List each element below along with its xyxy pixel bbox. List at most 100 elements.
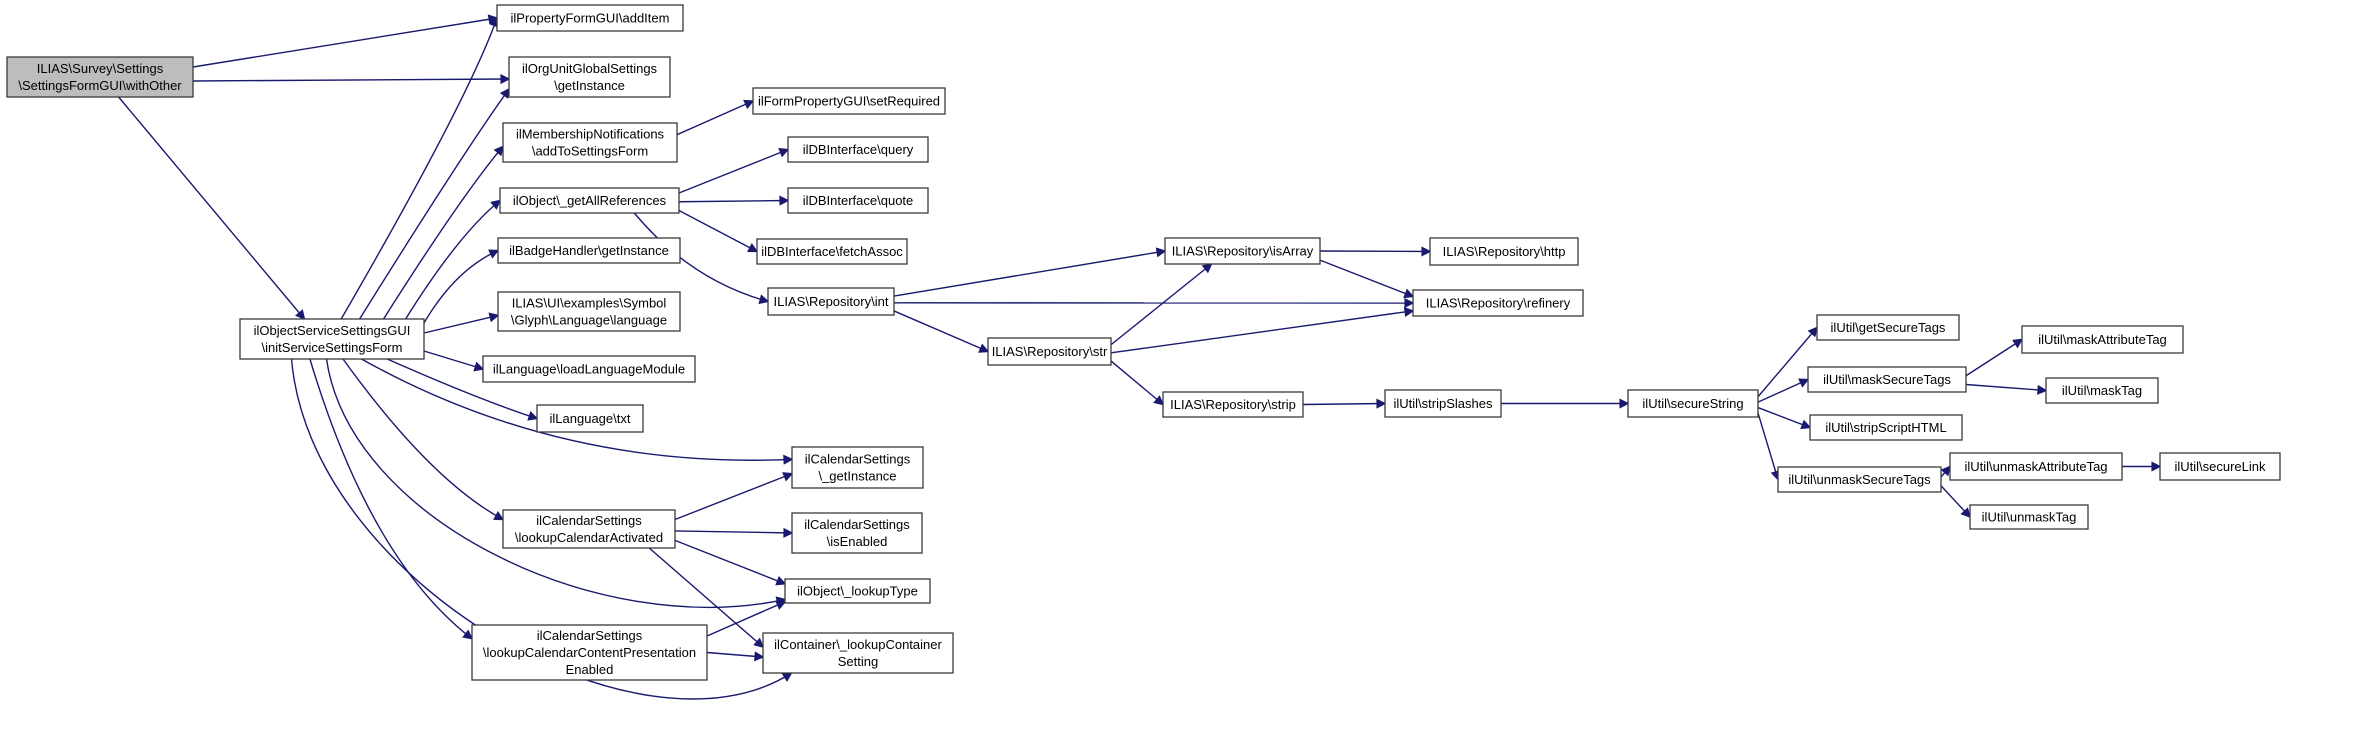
graph-node-box[interactable] — [752, 87, 946, 115]
graph-node-refinery[interactable]: ILIAS\Repository\refinery — [1412, 289, 1584, 317]
graph-node-label: ILIAS\UI\examples\Symbol\Glyph\Language\… — [511, 296, 667, 328]
edge-repoStr-to-isArray — [1110, 263, 1213, 346]
edge-init-to-uiLanguage — [423, 312, 500, 334]
graph-node-box[interactable] — [536, 404, 644, 433]
graph-node-box[interactable] — [1429, 237, 1579, 266]
graph-node-repoInt[interactable]: ILIAS\Repository\int — [767, 287, 895, 316]
graph-node-lookupType[interactable]: ilObject\_lookupType — [784, 578, 931, 604]
graph-node-box[interactable] — [2159, 452, 2281, 481]
graph-node-label: ILIAS\Repository\int — [774, 294, 889, 309]
graph-node-box[interactable] — [2021, 325, 2184, 354]
edge-getAllReferences-to-query — [678, 147, 790, 194]
graph-node-box[interactable] — [791, 512, 923, 554]
graph-node-box[interactable] — [497, 237, 681, 264]
graph-node-isArray[interactable]: ILIAS\Repository\isArray — [1164, 237, 1321, 265]
graph-node-box[interactable] — [987, 337, 1112, 366]
graph-node-label: ilFormPropertyGUI\setRequired — [758, 94, 940, 109]
graph-node-box[interactable] — [1809, 414, 1963, 441]
graph-node-box[interactable] — [6, 56, 194, 98]
graph-node-unmaskAttributeTag[interactable]: ilUtil\unmaskAttributeTag — [1949, 452, 2123, 481]
graph-node-box[interactable] — [791, 446, 924, 489]
graph-node-badgeGetInstance[interactable]: ilBadgeHandler\getInstance — [497, 237, 681, 264]
edge-unmaskSecureTags-to-unmaskTag — [1940, 485, 1972, 519]
graph-node-box[interactable] — [1777, 466, 1942, 493]
edge-maskSecureTags-to-maskAttributeTag — [1965, 338, 2024, 377]
graph-node-fetchAssoc[interactable]: ilDBInterface\fetchAssoc — [756, 238, 908, 265]
graph-node-calGetInstance[interactable]: ilCalendarSettings\_getInstance — [791, 446, 924, 489]
graph-node-quote[interactable]: ilDBInterface\quote — [787, 187, 929, 214]
graph-node-addToSettingsForm[interactable]: ilMembershipNotifications\addToSettingsF… — [502, 122, 678, 163]
graph-node-stripSlashes[interactable]: ilUtil\stripSlashes — [1384, 389, 1502, 418]
graph-node-addItem[interactable]: ilPropertyFormGUI\addItem — [496, 4, 684, 32]
graph-node-maskSecureTags[interactable]: ilUtil\maskSecureTags — [1807, 366, 1967, 393]
graph-node-box[interactable] — [1162, 391, 1304, 418]
graph-node-label: ilLanguage\loadLanguageModule — [493, 362, 685, 377]
edge-addToSettingsForm-to-setRequired — [676, 99, 755, 136]
graph-node-box[interactable] — [1164, 237, 1321, 265]
graph-node-secureLink[interactable]: ilUtil\secureLink — [2159, 452, 2281, 481]
graph-node-label: ilUtil\secureLink — [2174, 459, 2266, 474]
graph-node-box[interactable] — [502, 122, 678, 163]
graph-node-contentPresentation[interactable]: ilCalendarSettings\lookupCalendarContent… — [471, 624, 708, 681]
graph-node-txt[interactable]: ilLanguage\txt — [536, 404, 644, 433]
graph-node-box[interactable] — [502, 509, 676, 549]
graph-node-label: ilCalendarSettings\isEnabled — [804, 517, 910, 549]
graph-node-box[interactable] — [497, 291, 681, 332]
graph-node-loadLanguageModule[interactable]: ilLanguage\loadLanguageModule — [482, 355, 696, 383]
graph-node-box[interactable] — [1384, 389, 1502, 418]
graph-node-box[interactable] — [471, 624, 708, 681]
graph-node-box[interactable] — [784, 578, 931, 604]
graph-node-box[interactable] — [1412, 289, 1584, 317]
graph-node-query[interactable]: ilDBInterface\query — [787, 136, 929, 163]
edge-init-to-loadLanguageModule — [423, 350, 485, 372]
graph-node-maskTag[interactable]: ilUtil\maskTag — [2045, 377, 2159, 404]
graph-node-box[interactable] — [496, 4, 684, 32]
graph-node-box[interactable] — [787, 187, 929, 214]
graph-node-box[interactable] — [762, 632, 954, 674]
graph-node-strip[interactable]: ILIAS\Repository\strip — [1162, 391, 1304, 418]
graph-node-label: ilObjectServiceSettingsGUI\initServiceSe… — [254, 323, 411, 355]
graph-node-box[interactable] — [756, 238, 908, 265]
graph-node-box[interactable] — [1627, 389, 1759, 418]
graph-node-box[interactable] — [1949, 452, 2123, 481]
graph-node-stripScriptHTML[interactable]: ilUtil\stripScriptHTML — [1809, 414, 1963, 441]
graph-node-init[interactable]: ilObjectServiceSettingsGUI\initServiceSe… — [239, 318, 425, 360]
graph-node-getSecureTags[interactable]: ilUtil\getSecureTags — [1816, 314, 1960, 341]
graph-node-box[interactable] — [1807, 366, 1967, 393]
graph-node-maskAttributeTag[interactable]: ilUtil\maskAttributeTag — [2021, 325, 2184, 354]
edge-lookupCalendarActivated-to-lookupContainerSetting — [648, 547, 765, 648]
graph-node-unmaskSecureTags[interactable]: ilUtil\unmaskSecureTags — [1777, 466, 1942, 493]
graph-node-box[interactable] — [239, 318, 425, 360]
graph-node-label: ILIAS\Repository\http — [1443, 244, 1566, 259]
graph-node-box[interactable] — [2045, 377, 2159, 404]
graph-node-withOther[interactable]: ILIAS\Survey\Settings\SettingsFormGUI\wi… — [6, 56, 194, 98]
graph-node-repoStr[interactable]: ILIAS\Repository\str — [987, 337, 1112, 366]
edge-repoStr-to-strip — [1110, 360, 1165, 406]
edge-init-to-getAllReferences — [405, 199, 502, 320]
graph-node-box[interactable] — [787, 136, 929, 163]
edge-getAllReferences-to-repoInt — [633, 212, 770, 305]
graph-node-label: ilUtil\stripSlashes — [1394, 396, 1493, 411]
graph-node-getAllReferences[interactable]: ilObject\_getAllReferences — [499, 187, 680, 214]
graph-node-box[interactable] — [508, 56, 671, 98]
graph-node-lookupCalendarActivated[interactable]: ilCalendarSettings\lookupCalendarActivat… — [502, 509, 676, 549]
edge-strip-to-stripSlashes — [1302, 398, 1387, 409]
graph-node-http[interactable]: ILIAS\Repository\http — [1429, 237, 1579, 266]
graph-node-setRequired[interactable]: ilFormPropertyGUI\setRequired — [752, 87, 946, 115]
graph-node-secureString[interactable]: ilUtil\secureString — [1627, 389, 1759, 418]
graph-node-unmaskTag[interactable]: ilUtil\unmaskTag — [1969, 504, 2089, 530]
graph-node-label: ilPropertyFormGUI\addItem — [511, 11, 670, 26]
graph-node-isEnabled[interactable]: ilCalendarSettings\isEnabled — [791, 512, 923, 554]
graph-node-label: ilCalendarSettings\_getInstance — [805, 452, 911, 484]
graph-node-box[interactable] — [482, 355, 696, 383]
graph-node-box[interactable] — [1969, 504, 2089, 530]
graph-node-box[interactable] — [499, 187, 680, 214]
graph-node-uiLanguage[interactable]: ILIAS\UI\examples\Symbol\Glyph\Language\… — [497, 291, 681, 332]
graph-node-orgUnitGetInstance[interactable]: ilOrgUnitGlobalSettings\getInstance — [508, 56, 671, 98]
graph-node-label: ilCalendarSettings\lookupCalendarActivat… — [515, 513, 663, 545]
graph-node-box[interactable] — [767, 287, 895, 316]
graph-node-box[interactable] — [1816, 314, 1960, 341]
